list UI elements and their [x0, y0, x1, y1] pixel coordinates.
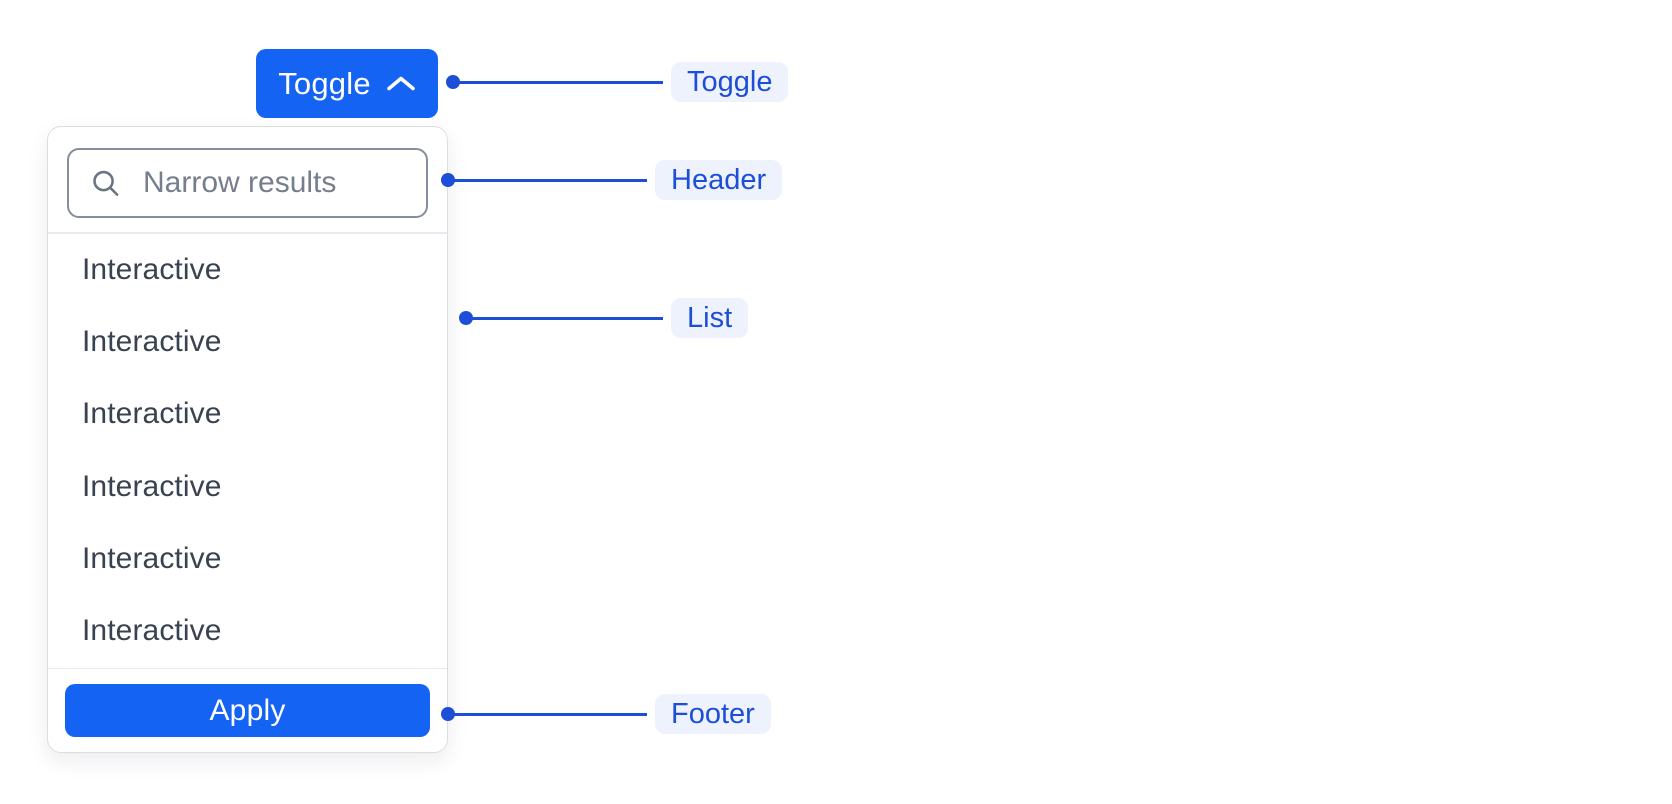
callout-list: List — [459, 298, 749, 338]
dropdown-footer: Apply — [48, 669, 447, 752]
list-item[interactable]: Interactive — [48, 234, 447, 306]
apply-button[interactable]: Apply — [65, 684, 430, 737]
callout-dot — [459, 311, 473, 325]
header-divider — [48, 232, 447, 234]
list-item[interactable]: Interactive — [48, 595, 447, 667]
list-item[interactable]: Interactive — [48, 378, 447, 450]
list-item-label: Interactive — [82, 252, 222, 286]
annotation-label-header: Header — [655, 160, 783, 200]
toggle-button[interactable]: Toggle — [256, 49, 438, 118]
list-item-label: Interactive — [82, 397, 222, 431]
annotation-label-footer: Footer — [655, 694, 771, 734]
list-item-label: Interactive — [82, 469, 222, 503]
callout-line — [471, 316, 663, 320]
list-item[interactable]: Interactive — [48, 450, 447, 522]
callout-dot — [441, 173, 455, 187]
callout-dot — [446, 75, 460, 89]
list-item-label: Interactive — [82, 324, 222, 358]
callout-line — [453, 178, 647, 182]
list-item-label: Interactive — [82, 614, 222, 648]
toggle-button-label: Toggle — [278, 65, 371, 101]
callout-dot — [441, 707, 455, 721]
chevron-up-icon — [386, 76, 415, 91]
callout-toggle: Toggle — [446, 62, 789, 102]
search-input[interactable] — [67, 148, 428, 218]
callout-line — [458, 80, 663, 84]
callout-header: Header — [441, 160, 783, 200]
annotation-label-list: List — [671, 298, 749, 338]
footer-divider — [48, 667, 447, 669]
annotation-label-toggle: Toggle — [671, 62, 789, 102]
list-item-label: Interactive — [82, 541, 222, 575]
callout-footer: Footer — [441, 694, 771, 734]
dropdown-list: Interactive Interactive Interactive Inte… — [48, 234, 447, 668]
callout-line — [453, 712, 647, 716]
search-box[interactable] — [67, 148, 428, 218]
list-item[interactable]: Interactive — [48, 523, 447, 595]
list-item[interactable]: Interactive — [48, 306, 447, 378]
apply-button-label: Apply — [209, 693, 286, 727]
dropdown-panel: Interactive Interactive Interactive Inte… — [47, 126, 448, 753]
dropdown-header — [48, 127, 447, 232]
